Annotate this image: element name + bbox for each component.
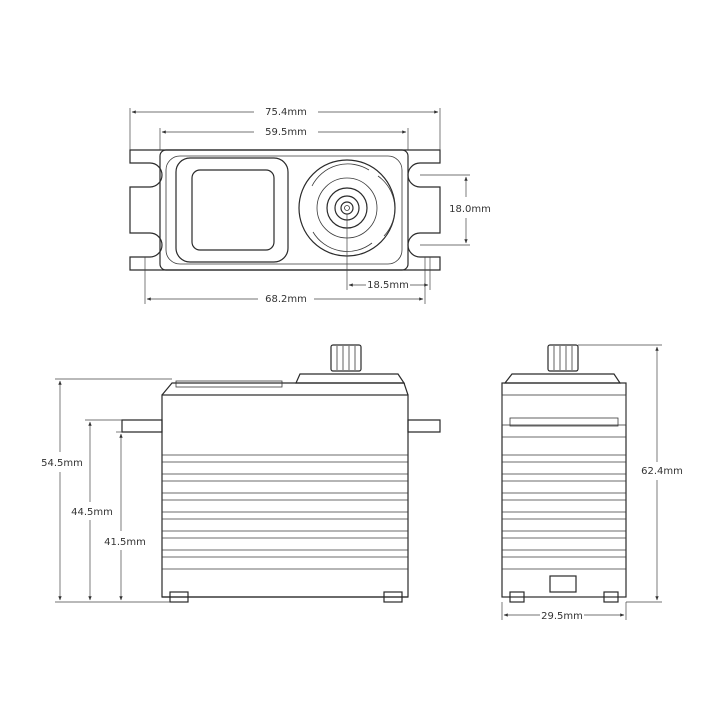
- side-top-cap: [161, 382, 409, 396]
- top-gear-segment-2: [377, 175, 396, 237]
- end-upper-block: [501, 394, 627, 426]
- dim-total-height-label: 54.5mm: [41, 458, 83, 469]
- dim-end-height-label: 62.4mm: [641, 466, 683, 477]
- top-gear-segment-1: [311, 163, 370, 187]
- side-view: 54.5mm 44.5mm 41.5mm: [41, 344, 441, 603]
- side-body: [161, 394, 409, 598]
- side-mount-flange: [121, 419, 163, 433]
- end-cap: [503, 373, 622, 384]
- side-gear-dome: [295, 373, 406, 384]
- dim-mount-height-label: 44.5mm: [71, 507, 113, 518]
- end-cooling-fins: [502, 436, 626, 570]
- side-cooling-fins: [162, 454, 408, 570]
- end-view: 62.4mm 29.5mm: [501, 344, 683, 622]
- side-output-spline: [330, 344, 362, 372]
- top-flange-outline: [129, 149, 441, 271]
- top-case-inner: [165, 155, 403, 265]
- top-shaft-screw: [340, 201, 354, 215]
- end-body: [501, 382, 627, 598]
- end-foot-left: [509, 591, 525, 603]
- side-top-label: [175, 380, 283, 388]
- dim-shaft-offset-label: 18.5mm: [367, 280, 409, 291]
- dim-case-width-label: 59.5mm: [265, 127, 307, 138]
- dim-tab-height-label: 41.5mm: [104, 537, 146, 548]
- top-view: 75.4mm 59.5mm 18.0mm 18.5mm 68.2mm: [129, 107, 491, 305]
- end-foot-right: [603, 591, 619, 603]
- top-gear-segment-3: [312, 231, 373, 252]
- side-mount-flange-right: [407, 419, 441, 433]
- dim-hole-height-label: 18.0mm: [449, 204, 491, 215]
- top-left-window-inner: [191, 169, 275, 251]
- dim-overall-width-label: 75.4mm: [265, 107, 307, 118]
- end-output-spline: [547, 344, 579, 372]
- top-left-window-outer: [175, 157, 289, 263]
- dim-hole-width-label: 68.2mm: [265, 294, 307, 305]
- top-case-body: [159, 149, 409, 271]
- end-upper-inset: [509, 417, 619, 427]
- dim-end-depth-label: 29.5mm: [541, 611, 583, 622]
- end-cable-exit: [549, 575, 577, 593]
- top-shaft-center: [344, 205, 350, 211]
